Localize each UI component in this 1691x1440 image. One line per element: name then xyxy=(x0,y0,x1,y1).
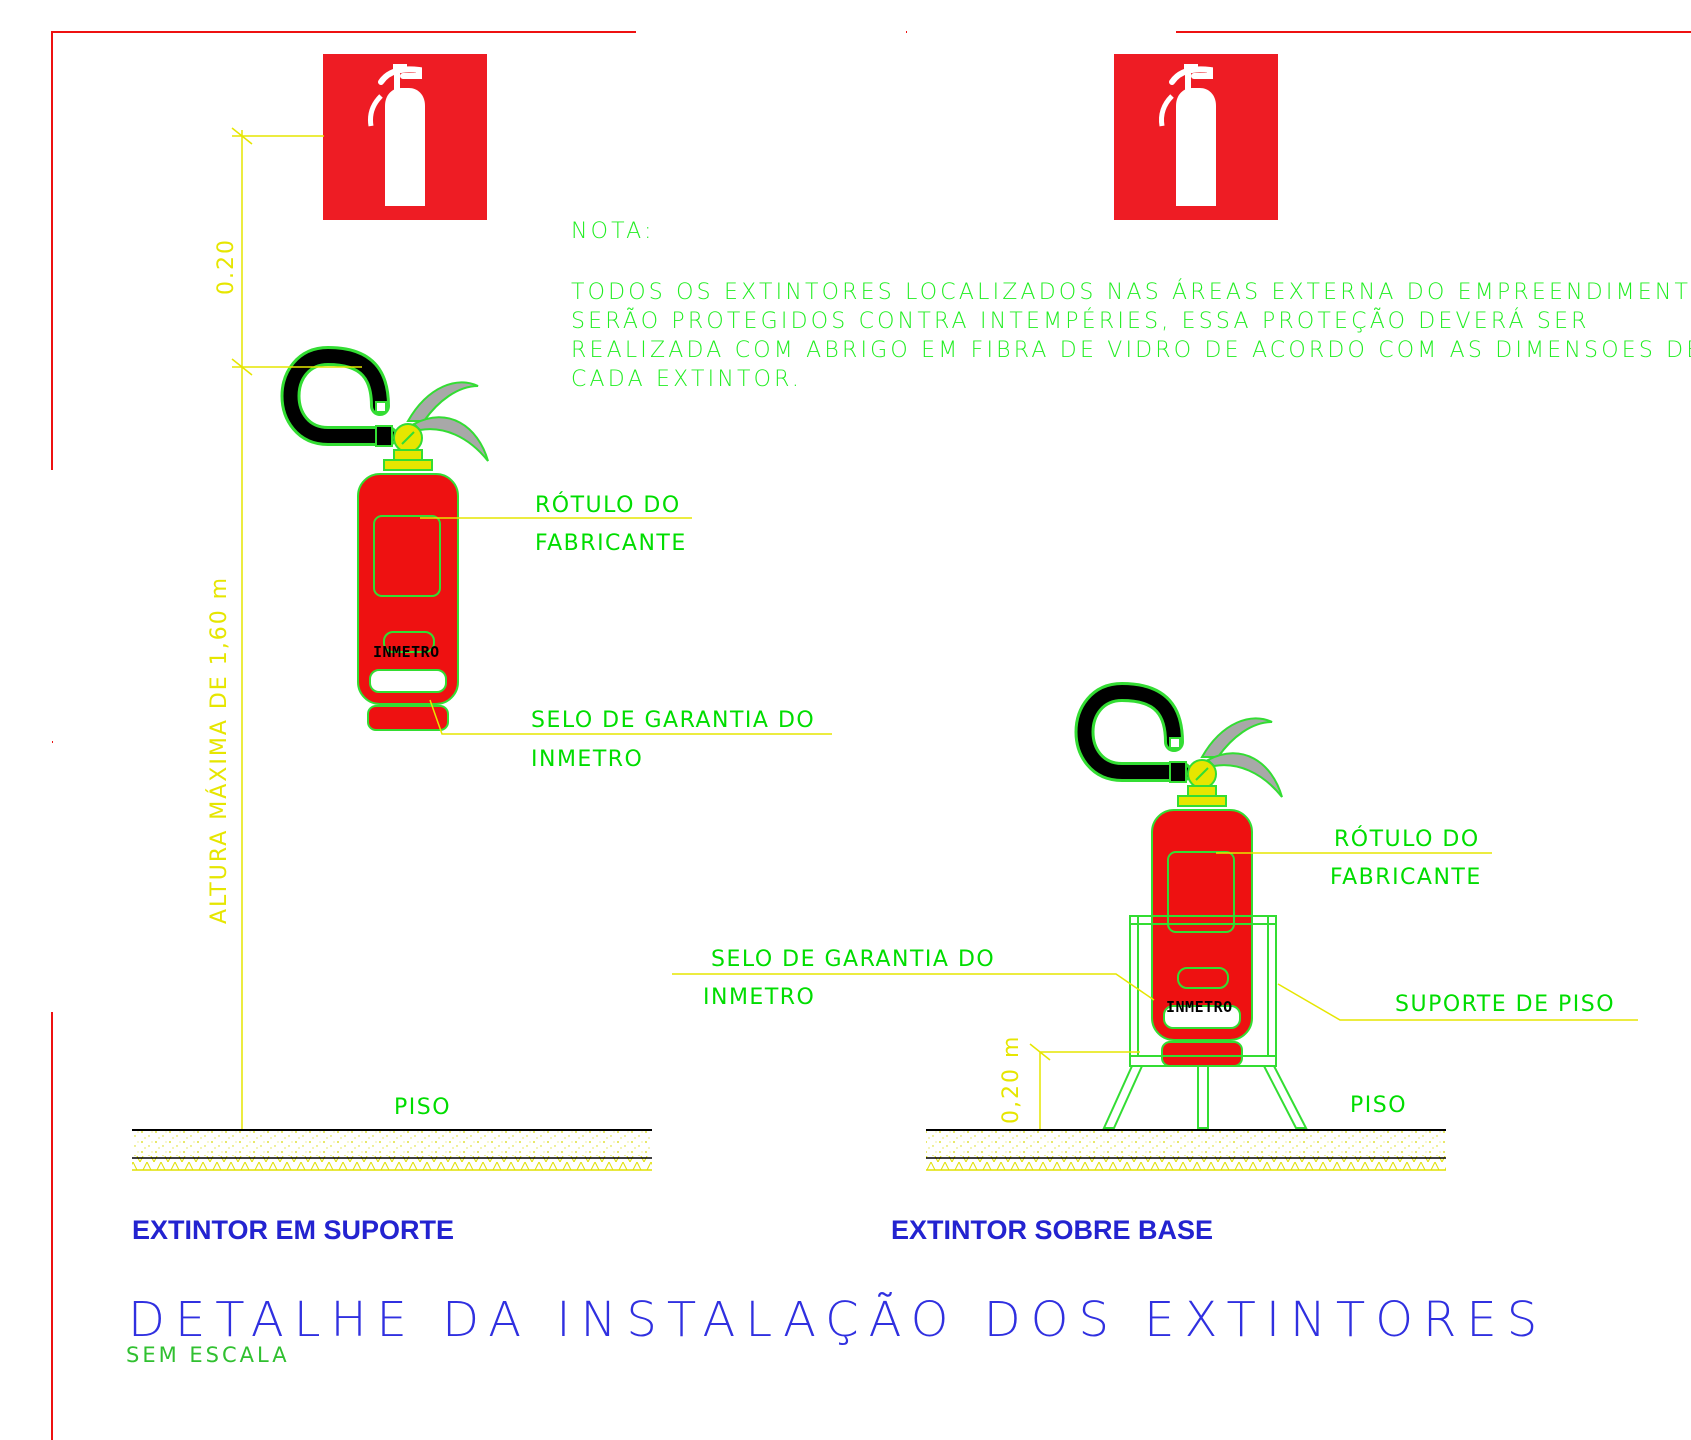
dim-height-label: ALTURA MÁXIMA DE 1,60 m xyxy=(206,576,232,924)
right-detail: 0,20 m RÓTULO DO FABRICANTE SELO DE GARA… xyxy=(672,54,1638,1245)
dimension-lines xyxy=(231,127,832,1130)
drawing-subtitle: SEM ESCALA xyxy=(126,1343,290,1367)
note-block: NOTA: TODOS OS EXTINTORES LOCALIZADOS NA… xyxy=(571,219,1691,392)
label-selo-line1: SELO DE GARANTIA DO xyxy=(531,708,815,733)
label-suporte: SUPORTE DE PISO xyxy=(1395,992,1615,1017)
floor-left xyxy=(132,1129,652,1171)
dim-base-label: 0,20 m xyxy=(999,1035,1024,1124)
left-detail: 0.20 ALTURA MÁXIMA DE 1,60 m RÓTULO DO F… xyxy=(132,54,832,1245)
caption-left: EXTINTOR EM SUPORTE xyxy=(132,1215,454,1245)
floor-right xyxy=(926,1129,1446,1171)
fire-extinguisher-sign-icon xyxy=(1114,54,1278,220)
inmetro-tag: INMETRO xyxy=(373,643,440,661)
drawing-title: DETALHE DA INSTALAÇÃO DOS EXTINTORES xyxy=(128,1292,1547,1348)
inmetro-tag: INMETRO xyxy=(1166,998,1233,1016)
label-selo-line1: SELO DE GARANTIA DO xyxy=(711,947,995,972)
label-rotulo-line1: RÓTULO DO xyxy=(1334,826,1480,852)
sheet-border xyxy=(51,31,1691,1440)
label-rotulo-line2: FABRICANTE xyxy=(535,531,687,556)
label-rotulo-line2: FABRICANTE xyxy=(1330,865,1482,890)
note-line-3: REALIZADA COM ABRIGO EM FIBRA DE VIDRO D… xyxy=(571,338,1691,363)
note-line-2: SERÃO PROTEGIDOS CONTRA INTEMPÉRIES, ESS… xyxy=(571,308,1590,334)
note-line-4: CADA EXTINTOR. xyxy=(571,367,802,392)
dim-top-label: 0.20 xyxy=(214,238,239,295)
label-selo-line2: INMETRO xyxy=(703,985,815,1010)
caption-right: EXTINTOR SOBRE BASE xyxy=(891,1215,1213,1245)
fire-extinguisher-sign-icon xyxy=(323,54,487,220)
floor-label: PISO xyxy=(394,1095,451,1120)
label-selo-line2: INMETRO xyxy=(531,747,643,772)
label-rotulo-line1: RÓTULO DO xyxy=(535,492,681,518)
floor-label: PISO xyxy=(1350,1093,1407,1118)
note-heading: NOTA: xyxy=(571,219,655,244)
dimension-lines-right xyxy=(672,852,1638,1130)
note-line-1: TODOS OS EXTINTORES LOCALIZADOS NAS ÁREA… xyxy=(571,279,1691,305)
floor-stand xyxy=(1102,915,1308,1129)
fire-extinguisher-icon xyxy=(291,356,489,730)
